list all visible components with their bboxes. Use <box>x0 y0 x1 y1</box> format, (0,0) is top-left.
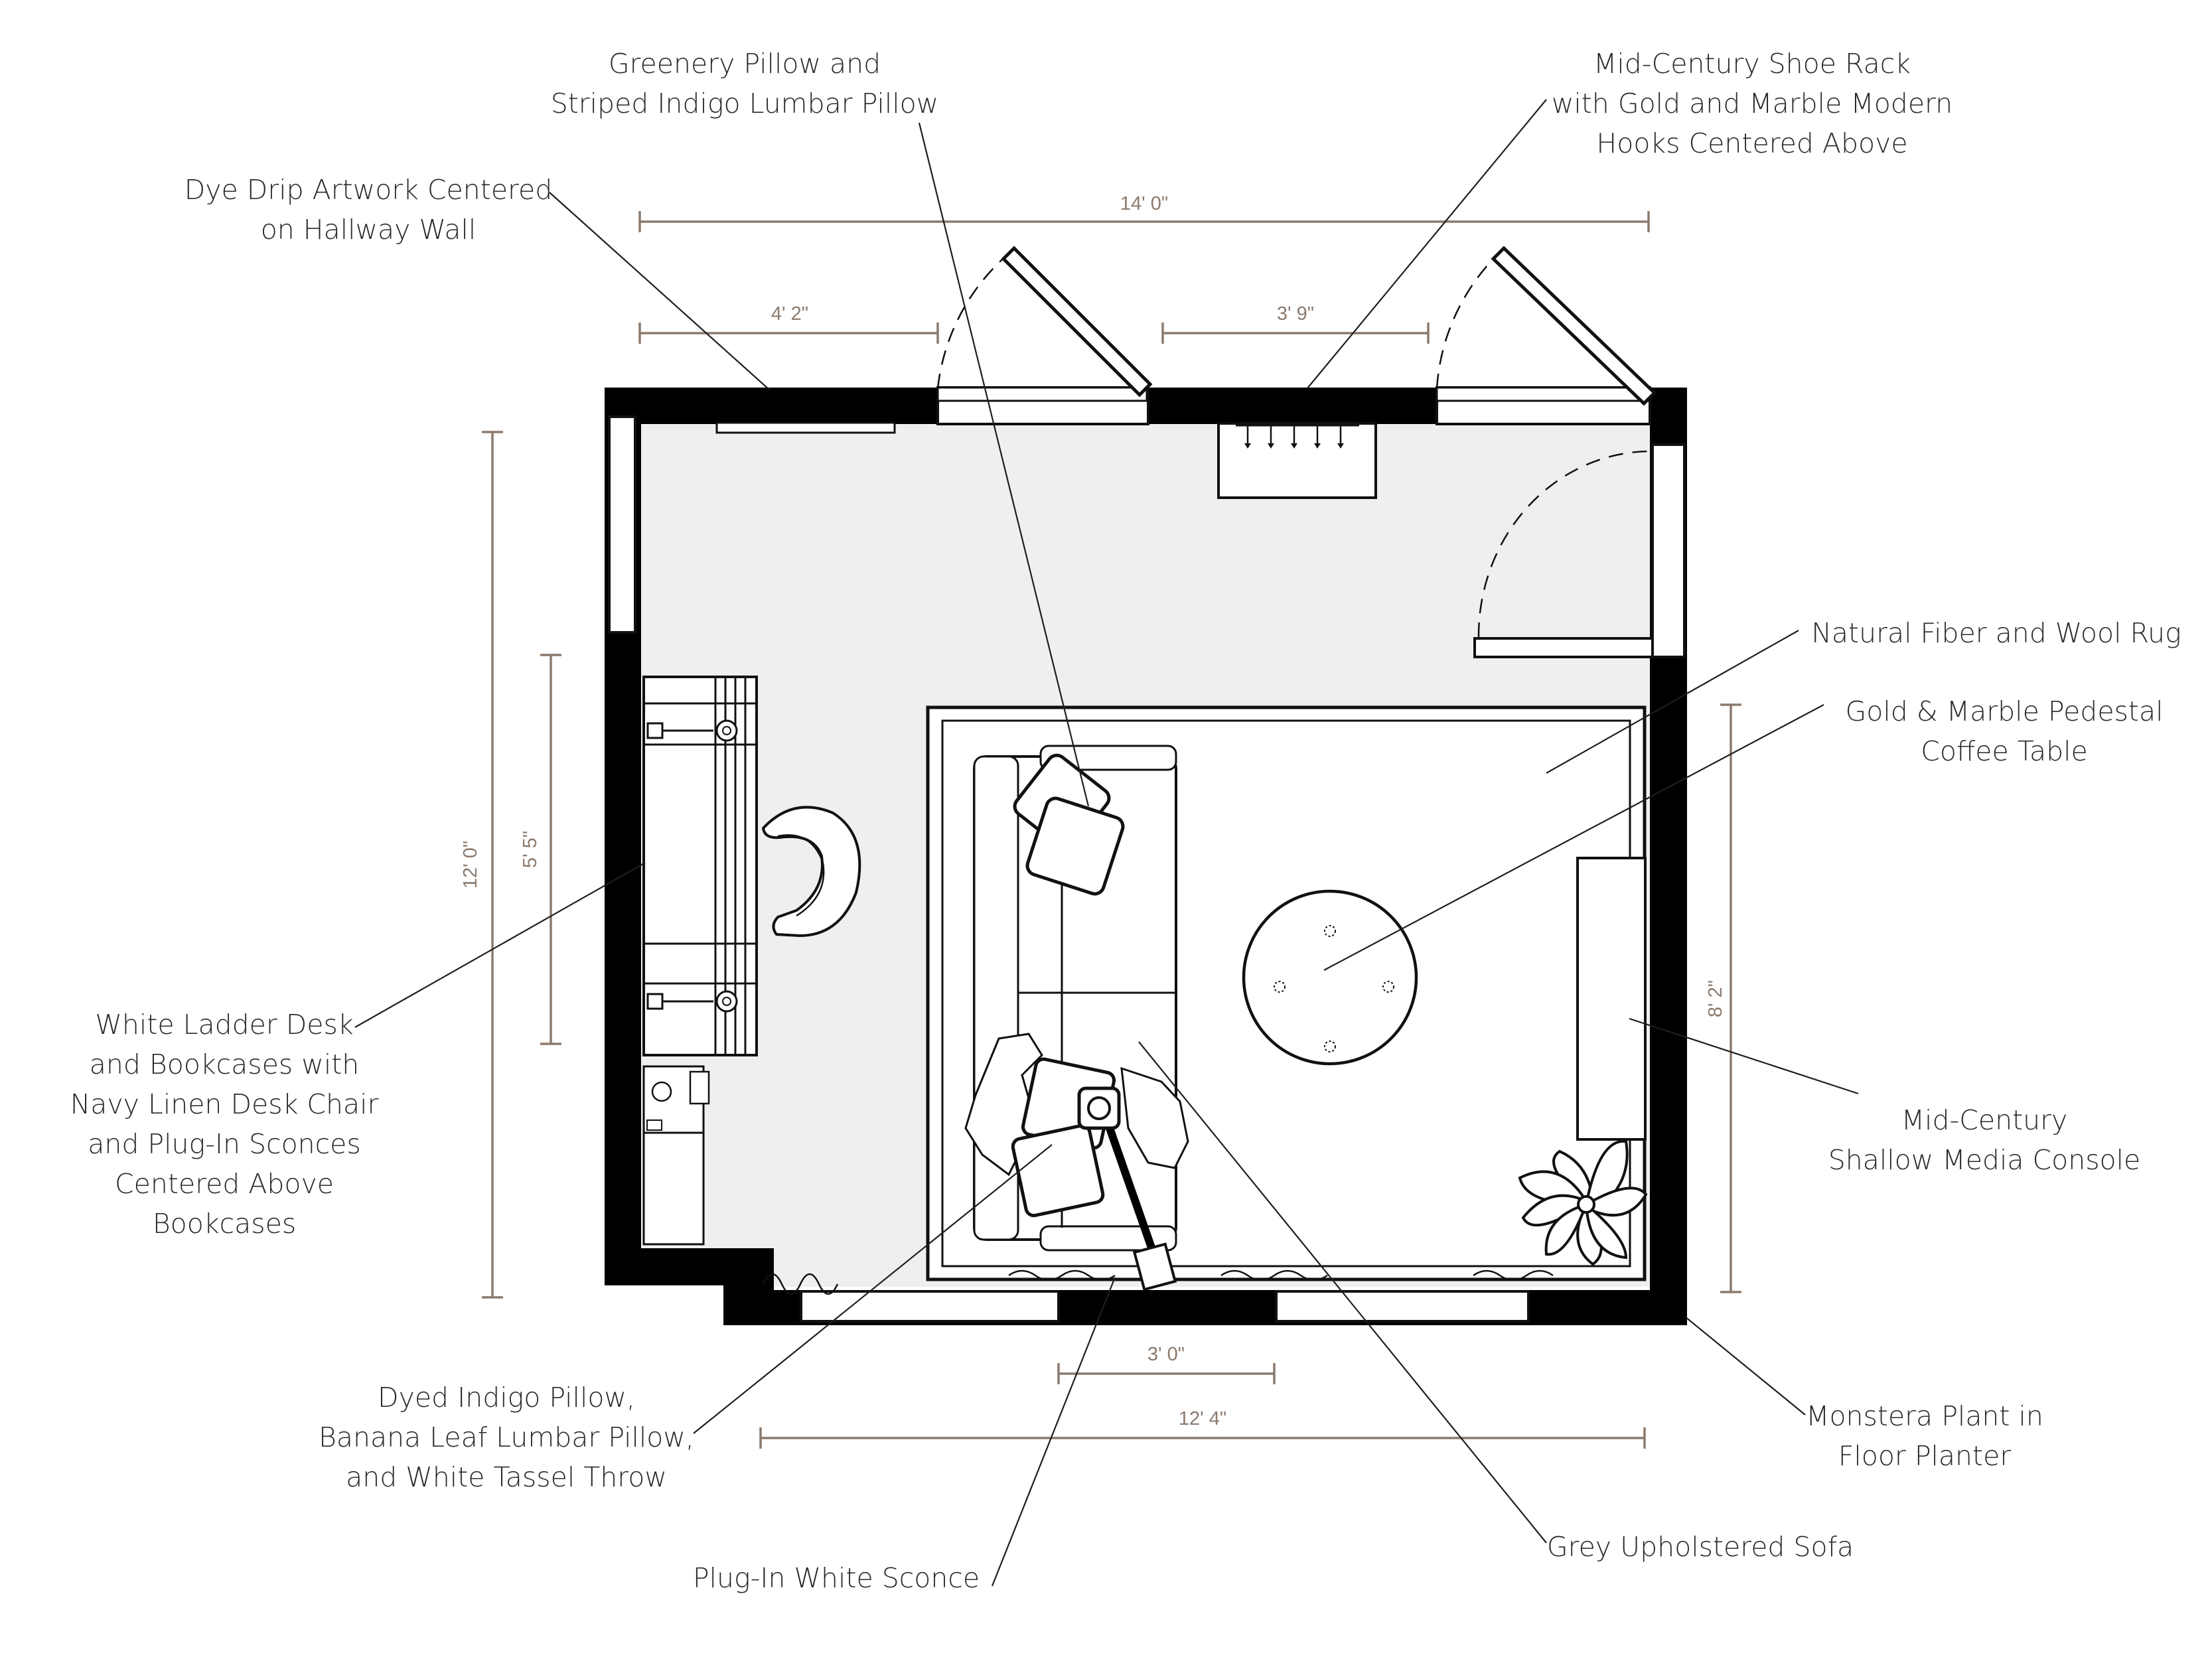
monstera-plant <box>1518 1139 1648 1266</box>
label-line: Dye Drip Artwork Centered <box>184 174 553 206</box>
label-monstera: Monstera Plant in Floor Planter <box>1806 1400 2043 1472</box>
label-sofa-pillows: Dyed Indigo Pillow, Banana Leaf Lumbar P… <box>319 1382 694 1493</box>
label-line: Plug-In White Sconce <box>693 1562 980 1594</box>
label-desk: White Ladder Desk and Bookcases with Nav… <box>70 1009 379 1240</box>
label-line: Banana Leaf Lumbar Pillow, <box>319 1421 694 1453</box>
label-line: Dyed Indigo Pillow, <box>378 1382 635 1413</box>
dim-left-overall: 12' 0" <box>460 841 481 889</box>
label-line: Mid-Century Shoe Rack <box>1593 48 1911 80</box>
top-left-door[interactable] <box>936 246 1153 425</box>
label-line: with Gold and Marble Modern <box>1552 88 1953 119</box>
left-window <box>608 415 636 634</box>
dim-top-left: 4' 2" <box>771 303 808 325</box>
label-coffee-table: Gold & Marble Pedestal Coffee Table <box>1845 695 2163 767</box>
label-line: White Ladder Desk <box>95 1009 353 1041</box>
label-line: and Plug-In Sconces <box>88 1128 361 1160</box>
label-line: Natural Fiber and Wool Rug <box>1811 617 2181 649</box>
label-shoe-rack: Mid-Century Shoe Rack with Gold and Marb… <box>1552 48 1953 159</box>
label-greenery-pillow: Greenery Pillow and Striped Indigo Lumba… <box>551 48 939 119</box>
label-media-console: Mid-Century Shallow Media Console <box>1828 1104 2141 1176</box>
label-line: Coffee Table <box>1921 735 2087 767</box>
leader-lines <box>354 99 1859 1587</box>
storage-cabinet <box>642 1065 710 1246</box>
right-door[interactable] <box>1473 443 1686 658</box>
label-line: Gold & Marble Pedestal <box>1845 695 2163 727</box>
label-line: Floor Planter <box>1838 1440 2012 1472</box>
label-sofa: Grey Upholstered Sofa <box>1547 1531 1854 1563</box>
label-rug: Natural Fiber and Wool Rug <box>1811 617 2181 649</box>
bottom-window-left <box>800 1290 1060 1323</box>
label-line: Bookcases <box>153 1208 296 1240</box>
label-line: Striped Indigo Lumbar Pillow <box>551 88 939 119</box>
label-line: Mid-Century <box>1901 1104 2068 1136</box>
top-right-door[interactable] <box>1436 246 1657 425</box>
label-line: Grey Upholstered Sofa <box>1547 1531 1854 1563</box>
label-line: on Hallway Wall <box>261 214 477 246</box>
dim-top-door: 3' 9" <box>1277 303 1314 325</box>
dim-left-desk: 5' 5" <box>520 831 541 868</box>
shoe-rack <box>1217 422 1377 499</box>
dim-top-overall: 14' 0" <box>1120 193 1168 214</box>
curtains <box>762 1269 1554 1295</box>
label-line: Centered Above <box>115 1168 334 1200</box>
dimension-lines <box>482 211 1741 1449</box>
label-line: Greenery Pillow and <box>609 48 881 80</box>
plug-in-sconce <box>1077 1086 1177 1291</box>
label-sconce: Plug-In White Sconce <box>693 1562 980 1594</box>
label-line: and Bookcases with <box>90 1048 360 1080</box>
dim-right-console: 8' 2" <box>1705 980 1726 1017</box>
bottom-window-right <box>1275 1290 1530 1323</box>
label-line: Hooks Centered Above <box>1596 127 1907 159</box>
label-line: and White Tassel Throw <box>346 1461 667 1493</box>
media-console <box>1576 857 1647 1141</box>
dim-bottom-window: 3' 0" <box>1147 1344 1185 1365</box>
dim-bottom-overall: 12' 4" <box>1179 1408 1226 1429</box>
label-line: Navy Linen Desk Chair <box>70 1088 379 1120</box>
coffee-table <box>1242 889 1418 1066</box>
desk-bookcases <box>642 676 758 1056</box>
label-line: Shallow Media Console <box>1828 1144 2141 1176</box>
greenery-pillows <box>1013 753 1125 896</box>
artwork <box>715 421 896 434</box>
label-line: Monstera Plant in <box>1806 1400 2043 1432</box>
desk-chair <box>761 806 861 938</box>
label-dye-drip: Dye Drip Artwork Centered on Hallway Wal… <box>184 174 553 246</box>
